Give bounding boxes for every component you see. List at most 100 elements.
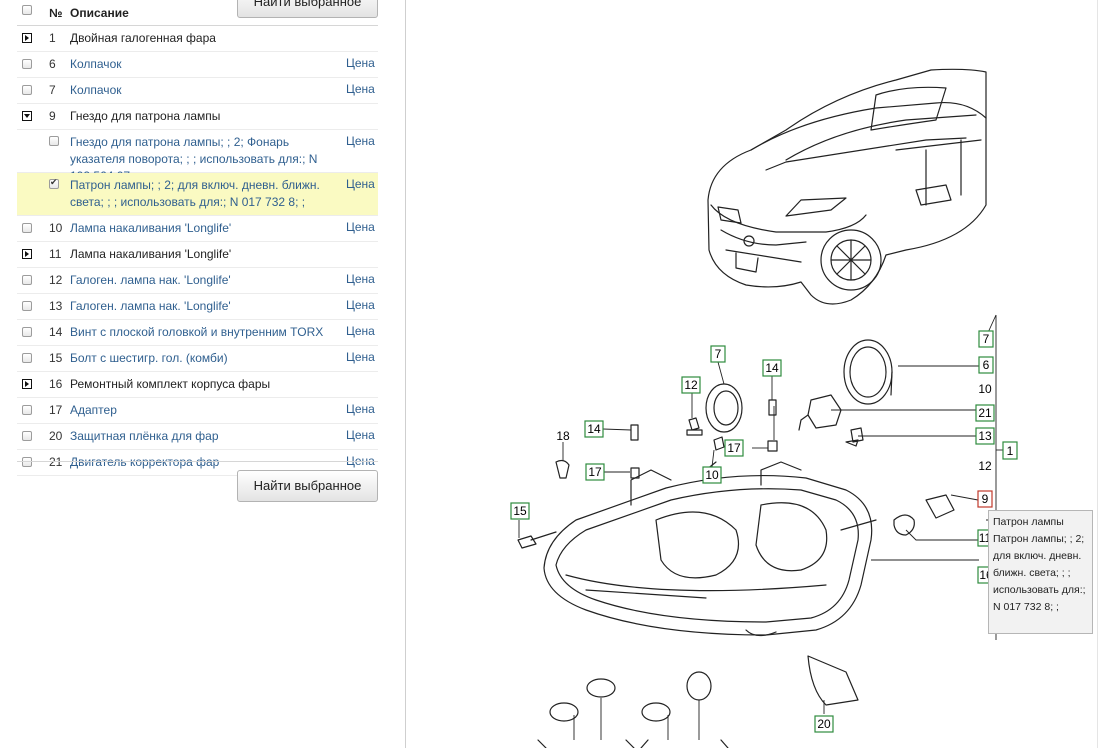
row-description[interactable]: Двигатель корректора фар	[70, 455, 220, 469]
svg-text:18: 18	[556, 429, 570, 443]
part-tooltip: Патрон лампы Патрон лампы; ; 2; для вклю…	[988, 510, 1093, 634]
row-checkbox[interactable]	[22, 223, 32, 233]
row-description[interactable]: Защитная плёнка для фар	[70, 429, 219, 443]
row-description[interactable]: Колпачок	[70, 83, 122, 97]
svg-text:17: 17	[727, 441, 741, 455]
price-link[interactable]: Цена	[346, 177, 375, 191]
find-selected-button-top[interactable]: Найти выбранное	[237, 0, 378, 18]
row-description[interactable]: Патрон лампы; ; 2; для включ. дневн. бли…	[70, 178, 320, 209]
table-bottom-divider	[17, 461, 378, 462]
callout-15[interactable]: 15	[510, 502, 530, 520]
svg-text:13: 13	[978, 429, 992, 443]
callout-10-right[interactable]: 10	[975, 380, 995, 398]
film-20-illustration	[807, 655, 859, 706]
table-row[interactable]: Гнездо для патрона лампы; ; 2; Фонарь ук…	[17, 130, 378, 183]
row-description[interactable]: Болт с шестигр. гол. (комби)	[70, 351, 228, 365]
row-number: 6	[49, 57, 56, 71]
row-checkbox[interactable]	[22, 431, 32, 441]
table-row[interactable]: 11 Лампа накаливания 'Longlife'	[17, 242, 378, 268]
row-description[interactable]: Адаптер	[70, 403, 117, 417]
callout-12-left[interactable]: 12	[681, 376, 701, 394]
find-selected-button[interactable]: Найти выбранное	[237, 470, 378, 502]
price-link[interactable]: Цена	[346, 428, 375, 442]
callout-7-top[interactable]: 7	[978, 330, 994, 348]
svg-text:21: 21	[978, 406, 992, 420]
col-desc-header: Описание	[70, 6, 129, 20]
price-link[interactable]: Цена	[346, 324, 375, 338]
svg-text:9: 9	[982, 492, 989, 506]
repair-kit-parts-illustration	[537, 671, 729, 749]
callout-9[interactable]: 9	[977, 490, 993, 508]
row-checkbox[interactable]	[22, 59, 32, 69]
price-link[interactable]: Цена	[346, 350, 375, 364]
price-link[interactable]: Цена	[346, 272, 375, 286]
row-number: 11	[49, 247, 62, 261]
callout-17-right[interactable]: 17	[724, 439, 744, 457]
callout-6[interactable]: 6	[978, 356, 994, 374]
row-description[interactable]: Галоген. лампа нак. 'Longlife'	[70, 299, 231, 313]
row-checkbox[interactable]	[22, 275, 32, 285]
parts-diagram: 7 6 10 21 13 1 12 9 11 16 7 12 14 14 17 …	[406, 0, 1097, 749]
expand-toggle-icon[interactable]	[22, 249, 32, 259]
car-illustration	[707, 68, 987, 305]
price-link[interactable]: Цена	[346, 56, 375, 70]
callout-12-right[interactable]: 12	[975, 457, 995, 475]
row-number: 1	[49, 31, 56, 45]
table-row[interactable]: 6 Колпачок Цена	[17, 52, 378, 78]
row-description[interactable]: Гнездо для патрона лампы; ; 2; Фонарь ук…	[70, 135, 318, 183]
row-description: Лампа накаливания 'Longlife'	[70, 247, 232, 261]
callout-21[interactable]: 21	[975, 404, 995, 422]
table-row[interactable]: Патрон лампы; ; 2; для включ. дневн. бли…	[17, 173, 378, 216]
row-number: 20	[49, 429, 63, 443]
callout-1[interactable]: 1	[1002, 441, 1018, 460]
tooltip-body: Патрон лампы; ; 2; для включ. дневн. бли…	[993, 533, 1086, 613]
row-description[interactable]: Колпачок	[70, 57, 122, 71]
row-number: 13	[49, 299, 63, 313]
callout-7-left[interactable]: 7	[710, 345, 726, 363]
callout-13[interactable]: 13	[975, 427, 995, 445]
callout-10-left[interactable]: 10	[702, 466, 722, 484]
row-checkbox[interactable]	[49, 177, 59, 189]
table-row[interactable]: 13 Галоген. лампа нак. 'Longlife' Цена	[17, 294, 378, 320]
price-link[interactable]: Цена	[346, 82, 375, 96]
price-link[interactable]: Цена	[346, 298, 375, 312]
collapse-toggle-icon[interactable]	[22, 111, 32, 121]
table-row[interactable]: 9 Гнездо для патрона лампы	[17, 104, 378, 130]
callout-18[interactable]: 18	[556, 429, 570, 443]
callout-14-right[interactable]: 14	[762, 359, 782, 377]
price-link[interactable]: Цена	[346, 220, 375, 234]
row-description[interactable]: Винт с плоской головкой и внутренним TOR…	[70, 325, 324, 339]
price-link[interactable]: Цена	[346, 134, 375, 148]
svg-text:7: 7	[715, 347, 722, 361]
row-checkbox[interactable]	[49, 136, 59, 146]
row-description[interactable]: Галоген. лампа нак. 'Longlife'	[70, 273, 231, 287]
row-number: 9	[49, 109, 56, 123]
expand-toggle-icon[interactable]	[22, 33, 32, 43]
svg-text:10: 10	[978, 382, 992, 396]
bulb-12-illustration	[686, 417, 703, 436]
row-checkbox[interactable]	[22, 405, 32, 415]
table-row[interactable]: 20 Защитная плёнка для фар Цена	[17, 424, 378, 450]
callout-labels: 7 6 10 21 13 1 12 9 11 16 7 12 14 14 17 …	[510, 330, 1018, 733]
callout-14-left[interactable]: 14	[584, 420, 604, 438]
row-checkbox[interactable]	[22, 353, 32, 363]
price-link[interactable]: Цена	[346, 402, 375, 416]
row-description[interactable]: Лампа накаливания 'Longlife'	[70, 221, 232, 235]
row-checkbox[interactable]	[22, 301, 32, 311]
row-checkbox[interactable]	[22, 457, 32, 467]
row-description: Гнездо для патрона лампы	[70, 109, 221, 123]
callout-20[interactable]: 20	[814, 715, 834, 733]
select-all-checkbox[interactable]	[22, 5, 32, 15]
row-checkbox[interactable]	[22, 85, 32, 95]
row-checkbox[interactable]	[22, 327, 32, 337]
expand-toggle-icon[interactable]	[22, 379, 32, 389]
callout-17-left[interactable]: 17	[585, 463, 605, 481]
